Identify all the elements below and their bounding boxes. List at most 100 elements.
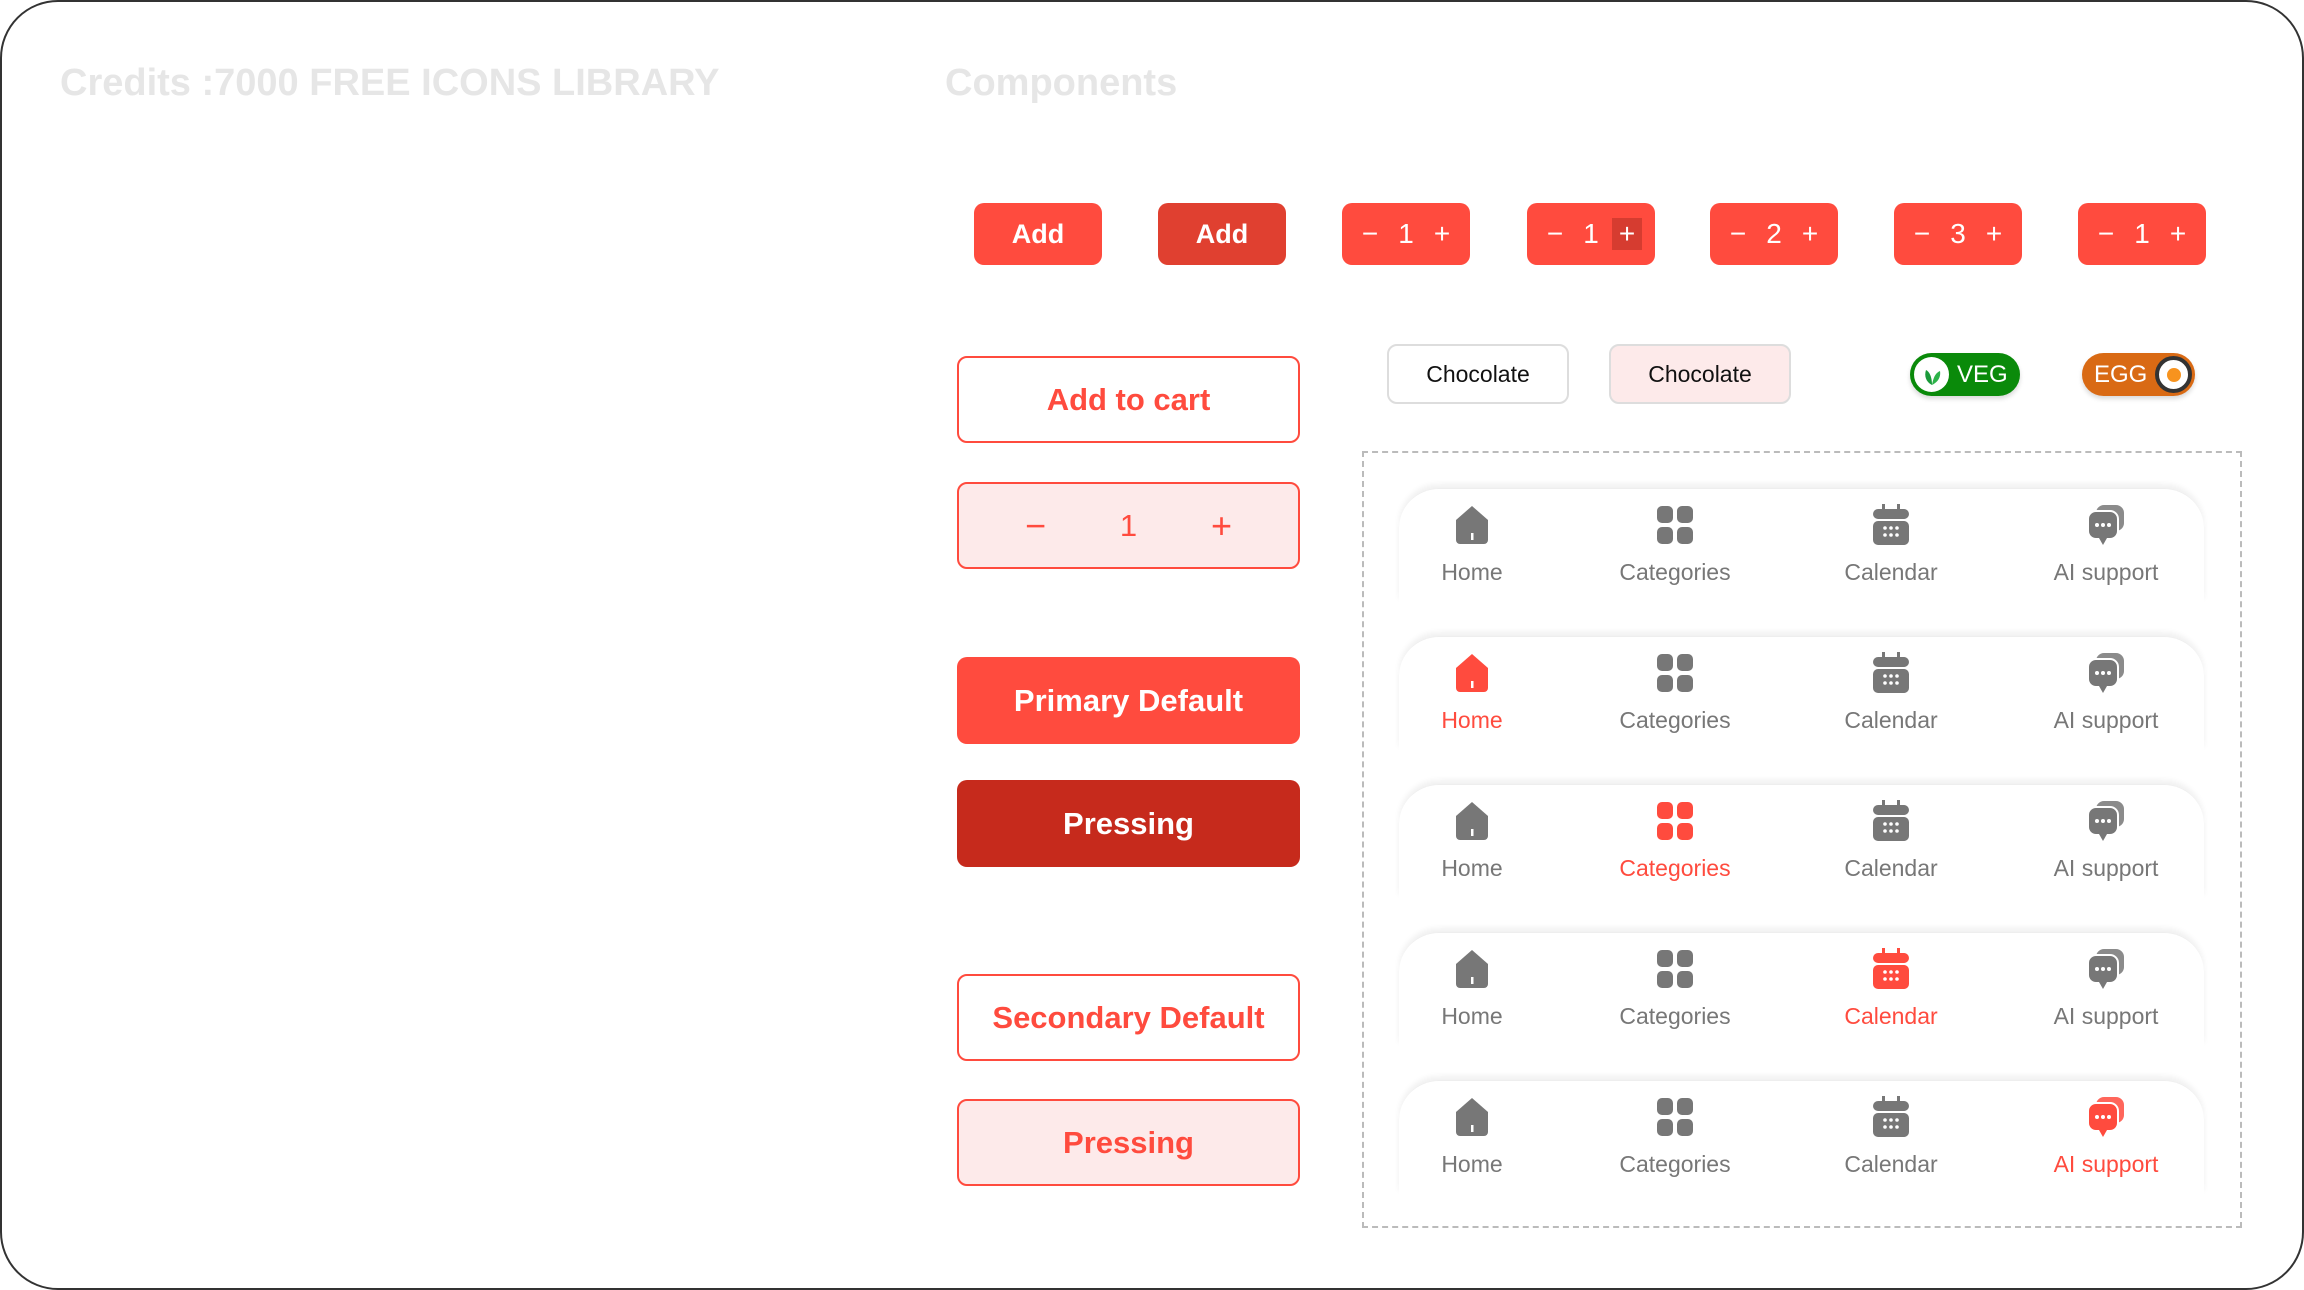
nav-item-label: AI support [2053, 855, 2159, 881]
nav-item-label: Calendar [1844, 559, 1938, 585]
nav-item-label: Home [1441, 1003, 1503, 1029]
nav-item-categories[interactable]: Categories [1585, 799, 1765, 882]
nav-item-label: Home [1441, 1151, 1503, 1177]
add-to-cart-button[interactable]: Add to cart [957, 356, 1300, 443]
add-button[interactable]: Add [974, 203, 1102, 265]
home-icon [1450, 947, 1494, 1003]
nav-item-calendar[interactable]: Calendar [1801, 799, 1981, 882]
nav-item-label: Categories [1619, 855, 1731, 881]
home-icon [1450, 503, 1494, 559]
nav-item-label: AI support [2053, 1003, 2159, 1029]
decrement-button[interactable]: − [1729, 218, 1747, 249]
nav-item-label: Calendar [1844, 1003, 1938, 1029]
nav-item-calendar[interactable]: Calendar [1801, 651, 1981, 734]
quantity-stepper: − 1 + [1527, 203, 1655, 265]
chip-chocolate-selected[interactable]: Chocolate [1609, 344, 1791, 404]
nav-item-label: AI support [2053, 1151, 2159, 1177]
quantity-value: 3 [1950, 218, 1966, 249]
nav-item-home[interactable]: Home [1382, 799, 1562, 882]
decrement-button[interactable]: − [1024, 504, 1047, 546]
quantity-stepper-large: − 1 + [957, 482, 1300, 569]
calendar-icon [1869, 799, 1913, 855]
nav-variants-container [1362, 451, 2242, 1228]
chat-icon [2084, 799, 2128, 855]
nav-item-home[interactable]: Home [1382, 503, 1562, 586]
nav-item-ai-support[interactable]: AI support [2016, 651, 2196, 734]
nav-item-home[interactable]: Home [1382, 1095, 1562, 1178]
calendar-icon [1869, 651, 1913, 707]
quantity-value: 1 [1398, 218, 1414, 249]
quantity-value: 1 [1119, 507, 1138, 543]
nav-item-categories[interactable]: Categories [1585, 503, 1765, 586]
chat-icon [2084, 947, 2128, 1003]
primary-default-button[interactable]: Primary Default [957, 657, 1300, 744]
leaf-icon [1914, 357, 1949, 392]
nav-item-categories[interactable]: Categories [1585, 947, 1765, 1030]
calendar-icon [1869, 947, 1913, 1003]
nav-item-label: Calendar [1844, 707, 1938, 733]
quantity-value: 1 [2134, 218, 2150, 249]
nav-item-label: Home [1441, 707, 1503, 733]
nav-item-calendar[interactable]: Calendar [1801, 947, 1981, 1030]
increment-button[interactable]: + [1985, 218, 2003, 249]
nav-item-label: AI support [2053, 707, 2159, 733]
nav-item-label: Categories [1619, 559, 1731, 585]
chip-chocolate[interactable]: Chocolate [1387, 344, 1569, 404]
bottom-nav-bar: Home Categories Calendar AI support [1399, 784, 2204, 899]
nav-item-calendar[interactable]: Calendar [1801, 1095, 1981, 1178]
egg-label: EGG [2094, 360, 2148, 388]
home-icon [1450, 1095, 1494, 1151]
decrement-button[interactable]: − [1361, 218, 1379, 249]
nav-item-categories[interactable]: Categories [1585, 651, 1765, 734]
grid-icon [1653, 1095, 1697, 1151]
bottom-nav-bar: Home Categories Calendar AI support [1399, 488, 2204, 603]
bottom-nav-bar: Home Categories Calendar AI support [1399, 1080, 2204, 1195]
nav-item-categories[interactable]: Categories [1585, 1095, 1765, 1178]
nav-item-calendar[interactable]: Calendar [1801, 503, 1981, 586]
nav-item-label: Categories [1619, 707, 1731, 733]
primary-pressing-button[interactable]: Pressing [957, 780, 1300, 867]
decrement-button[interactable]: − [1913, 218, 1931, 249]
increment-button[interactable]: + [1612, 218, 1642, 250]
nav-item-ai-support[interactable]: AI support [2016, 947, 2196, 1030]
quantity-stepper: − 2 + [1710, 203, 1838, 265]
nav-item-label: Home [1441, 559, 1503, 585]
veg-label: VEG [1957, 360, 2008, 388]
increment-button[interactable]: + [2169, 218, 2187, 249]
decrement-button[interactable]: − [2097, 218, 2115, 249]
decrement-button[interactable]: − [1546, 218, 1564, 249]
grid-icon [1653, 503, 1697, 559]
nav-item-label: AI support [2053, 559, 2159, 585]
grid-icon [1653, 799, 1697, 855]
secondary-pressing-button[interactable]: Pressing [957, 1099, 1300, 1186]
grid-icon [1653, 947, 1697, 1003]
nav-item-label: Home [1441, 855, 1503, 881]
nav-item-ai-support[interactable]: AI support [2016, 1095, 2196, 1178]
nav-item-home[interactable]: Home [1382, 947, 1562, 1030]
quantity-stepper: − 3 + [1894, 203, 2022, 265]
increment-button[interactable]: + [1801, 218, 1819, 249]
egg-toggle[interactable]: EGG [2082, 353, 2195, 396]
quantity-value: 1 [1583, 218, 1599, 249]
quantity-value: 2 [1766, 218, 1782, 249]
increment-button[interactable]: + [1433, 218, 1451, 249]
chat-icon [2084, 503, 2128, 559]
add-button-pressed[interactable]: Add [1158, 203, 1286, 265]
nav-item-home[interactable]: Home [1382, 651, 1562, 734]
home-icon [1450, 651, 1494, 707]
credits-heading: Credits :7000 FREE ICONS LIBRARY [60, 62, 720, 104]
nav-item-ai-support[interactable]: AI support [2016, 799, 2196, 882]
chat-icon [2084, 1095, 2128, 1151]
increment-button[interactable]: + [1210, 504, 1233, 546]
calendar-icon [1869, 503, 1913, 559]
nav-item-label: Calendar [1844, 855, 1938, 881]
home-icon [1450, 799, 1494, 855]
veg-toggle[interactable]: VEG [1910, 353, 2020, 396]
nav-item-label: Categories [1619, 1151, 1731, 1177]
nav-item-ai-support[interactable]: AI support [2016, 503, 2196, 586]
calendar-icon [1869, 1095, 1913, 1151]
egg-icon [2155, 356, 2192, 393]
nav-item-label: Categories [1619, 1003, 1731, 1029]
bottom-nav-bar: Home Categories Calendar AI support [1399, 636, 2204, 751]
secondary-default-button[interactable]: Secondary Default [957, 974, 1300, 1061]
